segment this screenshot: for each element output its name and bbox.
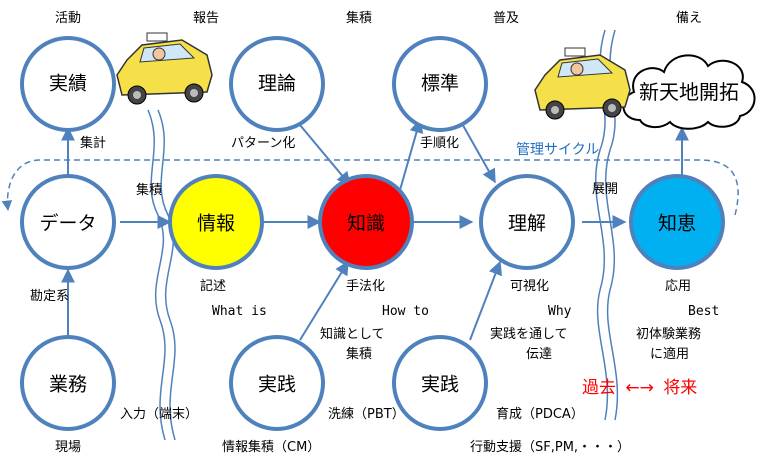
taxi-icon-2 <box>534 47 631 120</box>
node-wisdom <box>629 174 725 270</box>
arrow-practice1-knowledge <box>299 260 349 341</box>
label-accumulation-top: 集積 <box>346 11 373 26</box>
node-business <box>20 335 116 431</box>
node-data <box>20 174 116 270</box>
label-pattern: パターン化 <box>231 136 296 151</box>
management-cycle-dashed <box>1 159 739 216</box>
arrow-practice2-understanding <box>469 260 503 341</box>
label-through-practice-2: 伝達 <box>526 347 553 362</box>
node-label-theory: 理論 <box>257 72 297 95</box>
node-practice1 <box>229 335 325 431</box>
cloud-shape <box>622 54 756 130</box>
label-info-accumulation: 情報集積（CM） <box>222 440 321 455</box>
label-action-support: 行動支援（SF,PM,・・・） <box>470 440 631 455</box>
node-standard <box>392 36 488 132</box>
label-report: 報告 <box>193 11 220 26</box>
label-aggregate: 集計 <box>80 136 107 151</box>
node-label-performance: 実績 <box>48 72 88 95</box>
label-prepare: 備え <box>676 11 703 26</box>
node-label-information: 情報 <box>196 212 236 235</box>
node-performance <box>20 36 116 132</box>
label-first-experience-1: 初体験業務 <box>636 327 702 342</box>
node-label-practice1: 実践 <box>257 373 297 396</box>
wavy-line-left <box>147 109 176 441</box>
label-accumulate: 集積 <box>136 183 163 198</box>
label-best: Best <box>688 304 720 319</box>
label-input: 入力（端末） <box>120 407 199 422</box>
node-knowledge <box>318 174 414 270</box>
label-nurture: 育成（PDCA） <box>496 407 584 422</box>
label-procedure: 手順化 <box>420 136 460 151</box>
label-future: 将来 <box>663 378 698 398</box>
node-understanding <box>479 174 575 270</box>
label-methodize: 手法化 <box>346 279 386 294</box>
node-label-practice2: 実践 <box>420 373 460 396</box>
label-through-practice-1: 実践を通して <box>490 327 568 342</box>
label-as-knowledge-2: 集積 <box>346 347 373 362</box>
label-management-cycle: 管理サイクル <box>516 142 600 158</box>
label-refine: 洗練（PBT） <box>328 407 405 422</box>
arrow-knowledge-standard <box>399 118 424 191</box>
label-past: 過去 <box>582 378 616 398</box>
label-first-experience-2: に適用 <box>650 347 690 362</box>
label-activity: 活動 <box>55 11 82 26</box>
label-description: 記述 <box>200 279 227 294</box>
label-spread: 普及 <box>493 11 520 26</box>
node-information <box>168 174 264 270</box>
taxi-icon <box>116 32 213 105</box>
label-apply: 応用 <box>665 279 692 294</box>
node-label-business: 業務 <box>48 373 88 396</box>
label-visualize: 可視化 <box>510 279 550 294</box>
node-label-data: データ <box>39 212 97 235</box>
label-why: Why <box>548 304 572 319</box>
arrow-standard-understanding <box>459 119 496 184</box>
label-estimate: 勘定系 <box>30 289 70 304</box>
node-label-standard: 標準 <box>420 72 460 95</box>
past-future-legend: 過去 ←→ 将来 <box>582 373 697 398</box>
node-practice2 <box>392 335 488 431</box>
node-theory <box>229 36 325 132</box>
node-label-new-frontier: 新天地開拓 <box>639 80 739 104</box>
label-field: 現場 <box>55 440 82 455</box>
arrow-theory-knowledge <box>299 124 351 187</box>
label-as-knowledge-1: 知識として <box>320 327 385 342</box>
node-label-wisdom: 知恵 <box>657 212 697 235</box>
label-deploy: 展開 <box>592 182 619 197</box>
node-label-knowledge: 知識 <box>346 212 386 235</box>
label-what-is: What is <box>212 304 267 319</box>
double-arrow-icon: ←→ <box>625 378 654 398</box>
node-label-understanding: 理解 <box>507 212 547 235</box>
label-how-to: How to <box>382 304 429 319</box>
